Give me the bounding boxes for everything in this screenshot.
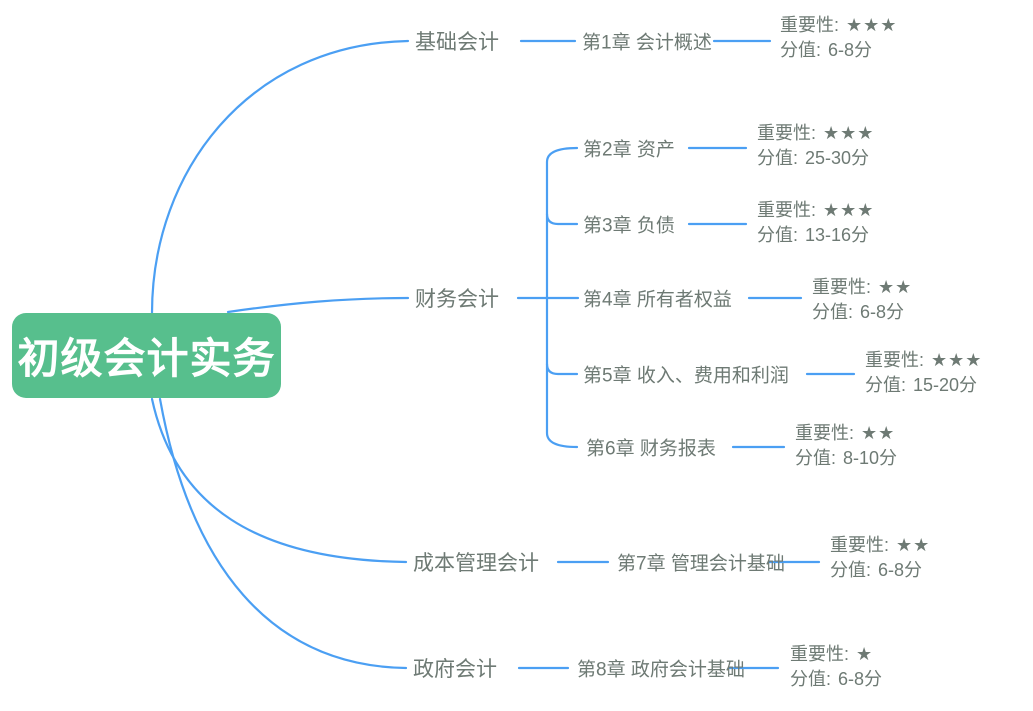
score-line: 分值: 25-30分: [757, 146, 874, 171]
importance-stars: ★★★: [931, 350, 983, 370]
score-label: 分值:: [757, 148, 799, 168]
score-line: 分值: 13-16分: [757, 223, 874, 248]
score-label: 分值:: [757, 225, 799, 245]
score-value: 13-16分: [805, 225, 870, 245]
score-line: 分值: 6-8分: [812, 300, 912, 325]
importance-stars: ★★: [896, 535, 931, 555]
importance-line: 重要性: ★★★: [757, 121, 874, 146]
importance-label: 重要性:: [757, 123, 817, 143]
importance-label: 重要性:: [780, 15, 840, 35]
connector-root-government: [158, 397, 408, 670]
chapter-node-4[interactable]: 第4章 所有者权益: [583, 289, 732, 311]
score-value: 15-20分: [913, 375, 978, 395]
score-value: 6-8分: [860, 302, 905, 322]
importance-line: 重要性: ★★: [830, 533, 930, 558]
chapter-4-stats-node[interactable]: 重要性: ★★ 分值: 6-8分: [812, 275, 912, 325]
chapter-node-2[interactable]: 第2章 资产: [583, 139, 675, 161]
chapter-8-stats-node[interactable]: 重要性: ★ 分值: 6-8分: [790, 642, 882, 692]
importance-stars: ★★: [878, 277, 913, 297]
importance-label: 重要性:: [812, 277, 872, 297]
chapter-node-7[interactable]: 第7章 管理会计基础: [617, 553, 785, 575]
importance-label: 重要性:: [757, 200, 817, 220]
importance-line: 重要性: ★★★: [780, 13, 897, 38]
importance-stars: ★★: [861, 423, 896, 443]
importance-stars: ★★★: [846, 15, 898, 35]
score-line: 分值: 6-8分: [790, 667, 882, 692]
score-label: 分值:: [790, 669, 832, 689]
score-value: 6-8分: [878, 560, 923, 580]
connector-root-basic: [150, 39, 410, 315]
importance-line: 重要性: ★: [790, 642, 882, 667]
root-node[interactable]: 初级会计实务: [12, 313, 281, 398]
branch-node-government-accounting[interactable]: 政府会计: [413, 658, 497, 681]
score-label: 分值:: [865, 375, 907, 395]
branch-node-cost-management-accounting[interactable]: 成本管理会计: [413, 552, 539, 575]
score-value: 6-8分: [838, 669, 883, 689]
chapter-6-stats-node[interactable]: 重要性: ★★ 分值: 8-10分: [795, 421, 897, 471]
importance-line: 重要性: ★★: [795, 421, 897, 446]
score-label: 分值:: [830, 560, 872, 580]
score-label: 分值:: [812, 302, 854, 322]
score-value: 6-8分: [828, 40, 873, 60]
score-line: 分值: 8-10分: [795, 446, 897, 471]
chapter-node-3[interactable]: 第3章 负债: [583, 215, 675, 237]
score-value: 25-30分: [805, 148, 870, 168]
chapter-5-stats-node[interactable]: 重要性: ★★★ 分值: 15-20分: [865, 348, 982, 398]
importance-line: 重要性: ★★: [812, 275, 912, 300]
connector-root-financial: [226, 296, 410, 314]
chapter-3-stats-node[interactable]: 重要性: ★★★ 分值: 13-16分: [757, 198, 874, 248]
branch-node-financial-accounting[interactable]: 财务会计: [415, 288, 499, 311]
chapter-node-8[interactable]: 第8章 政府会计基础: [577, 659, 745, 681]
chapter-node-1[interactable]: 第1章 会计概述: [582, 32, 712, 54]
importance-line: 重要性: ★★★: [865, 348, 982, 373]
score-line: 分值: 6-8分: [780, 38, 897, 63]
score-line: 分值: 15-20分: [865, 373, 982, 398]
score-label: 分值:: [795, 448, 837, 468]
chapter-1-stats-node[interactable]: 重要性: ★★★ 分值: 6-8分: [780, 13, 897, 63]
chapter-node-6[interactable]: 第6章 财务报表: [586, 438, 716, 460]
importance-label: 重要性:: [790, 644, 850, 664]
importance-line: 重要性: ★★★: [757, 198, 874, 223]
connector-financial-trunk: [545, 146, 579, 449]
chapter-2-stats-node[interactable]: 重要性: ★★★ 分值: 25-30分: [757, 121, 874, 171]
importance-stars: ★★★: [823, 123, 875, 143]
importance-label: 重要性:: [795, 423, 855, 443]
connector-financial-ch5: [545, 362, 579, 376]
branch-node-basic-accounting[interactable]: 基础会计: [415, 31, 499, 54]
importance-label: 重要性:: [865, 350, 925, 370]
importance-label: 重要性:: [830, 535, 890, 555]
chapter-node-5[interactable]: 第5章 收入、费用和利润: [583, 365, 789, 387]
score-line: 分值: 6-8分: [830, 558, 930, 583]
importance-stars: ★: [856, 644, 874, 664]
importance-stars: ★★★: [823, 200, 875, 220]
score-value: 8-10分: [843, 448, 898, 468]
chapter-7-stats-node[interactable]: 重要性: ★★ 分值: 6-8分: [830, 533, 930, 583]
score-label: 分值:: [780, 40, 822, 60]
connector-root-cost: [150, 397, 408, 564]
connector-financial-ch3: [545, 212, 579, 226]
